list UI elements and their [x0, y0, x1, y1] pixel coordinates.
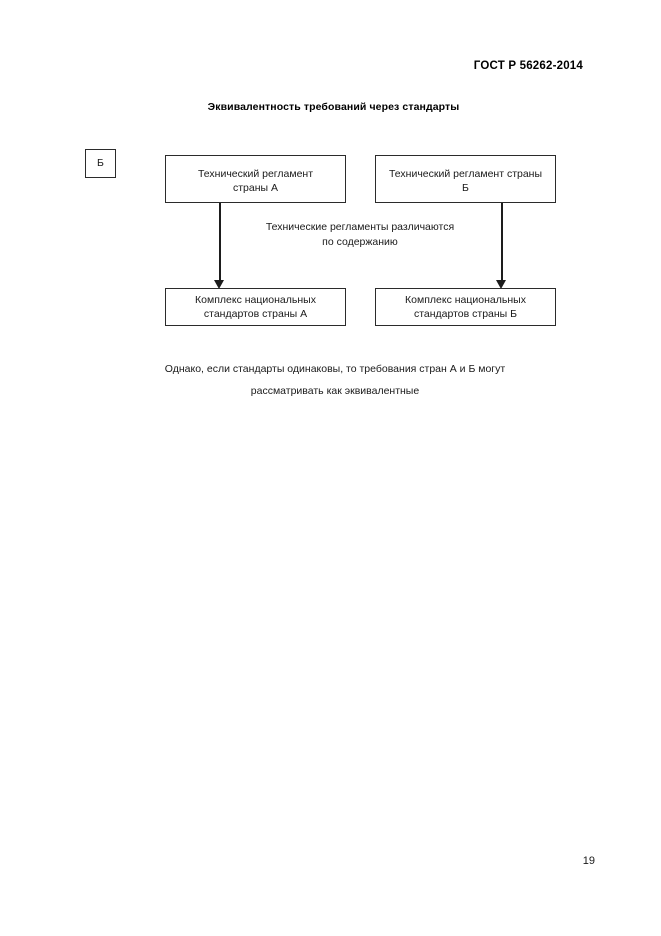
page-number: 19	[582, 855, 595, 867]
diagram-middle-caption: Технические регламенты различаются по со…	[180, 220, 540, 250]
node-line-2: Б	[462, 182, 469, 195]
figure-title: Эквивалентность требований через стандар…	[207, 101, 460, 113]
node-technical-regulation-country-a: Технический регламент страны А	[165, 155, 346, 203]
node-line-1: Технический регламент	[197, 168, 314, 180]
arrow-down-country-a	[214, 203, 225, 289]
middle-caption-line-2: по содержанию	[322, 236, 398, 249]
node-text-block: Комплекс национальных стандартов страны …	[174, 293, 337, 321]
flow-diagram: Б Технический регламент страны А Техниче…	[0, 0, 661, 420]
arrow-shaft	[219, 203, 221, 281]
arrow-shaft	[501, 203, 503, 281]
arrow-head-icon	[496, 280, 506, 289]
node-line-2: стандартов страны А	[203, 308, 308, 320]
node-text-block: Комплекс национальных стандартов страны …	[384, 293, 547, 321]
closing-note-line-2: рассматривать как эквивалентные	[250, 384, 420, 397]
node-line-2: страны А	[232, 182, 278, 195]
arrow-down-country-b	[496, 203, 507, 289]
node-national-standards-country-b: Комплекс национальных стандартов страны …	[375, 288, 556, 326]
node-line-2: стандартов страны Б	[413, 308, 518, 320]
diagram-marker-box: Б	[85, 149, 116, 178]
running-header-standard-number: ГОСТ Р 56262-2014	[473, 60, 583, 72]
node-national-standards-country-a: Комплекс национальных стандартов страны …	[165, 288, 346, 326]
node-text-block: Технический регламент страны А	[174, 167, 337, 195]
node-line-1: Комплекс национальных	[405, 293, 526, 306]
arrow-head-icon	[214, 280, 224, 289]
closing-note: Однако, если стандарты одинаковы, то тре…	[80, 359, 590, 402]
node-text-block: Технический регламент страны Б	[384, 167, 547, 195]
middle-caption-line-1: Технические регламенты различаются	[265, 221, 455, 233]
closing-note-line-1: Однако, если стандарты одинаковы, то тре…	[164, 363, 506, 375]
node-line-1: Комплекс национальных	[195, 293, 316, 306]
diagram-marker-label: Б	[97, 157, 104, 170]
node-line-1: Технический регламент страны	[388, 168, 543, 180]
node-technical-regulation-country-b: Технический регламент страны Б	[375, 155, 556, 203]
